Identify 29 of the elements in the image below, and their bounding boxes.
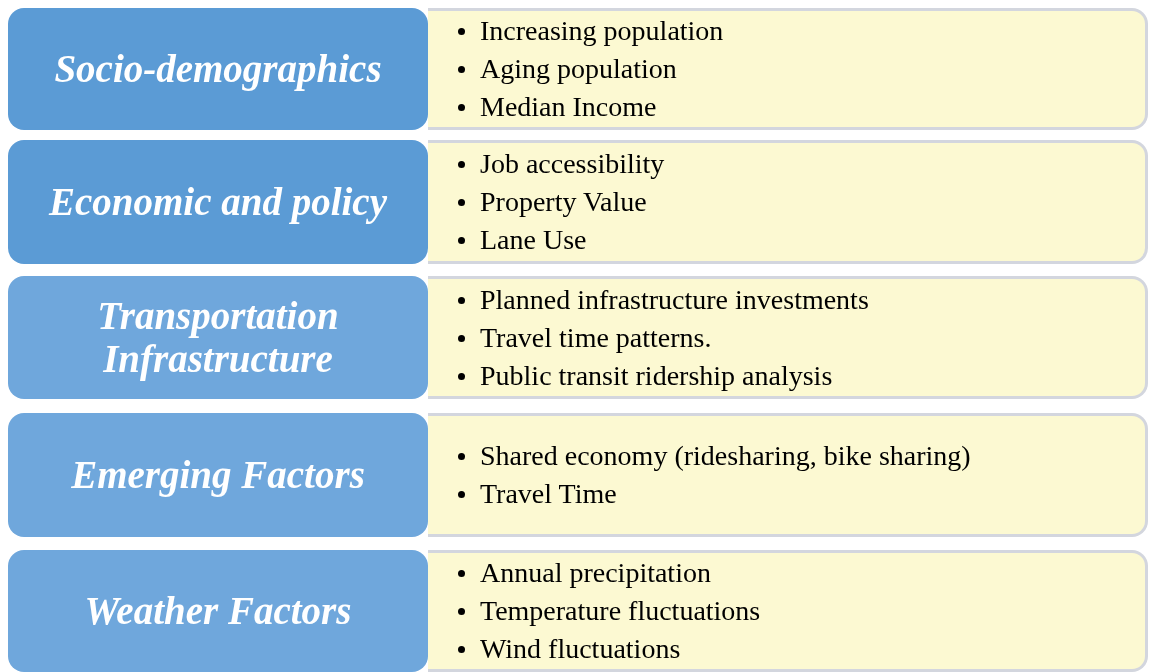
category-box xyxy=(8,276,428,399)
category-title: Emerging Factors xyxy=(71,453,365,497)
factor-panel xyxy=(428,550,1148,672)
category-box xyxy=(8,550,428,672)
category-box xyxy=(8,140,428,264)
bullet-text: Lane Use xyxy=(480,224,587,255)
bullet-text: Wind fluctuations xyxy=(480,633,681,664)
category-title: Socio-demographics xyxy=(54,47,382,91)
bullet-text: Public transit ridership analysis xyxy=(480,359,833,391)
factor-panel xyxy=(428,413,1148,537)
category-box xyxy=(8,413,428,537)
bullet-text: Annual precipitation xyxy=(480,557,711,588)
bullet-text: Median Income xyxy=(480,91,657,122)
category-title: Weather Factors xyxy=(84,589,352,633)
category-box xyxy=(8,8,428,130)
bullet-text: Aging population xyxy=(480,53,677,84)
factor-panel xyxy=(428,276,1148,399)
bullet-text: Planned infrastructure investments xyxy=(480,283,869,315)
bullet-text: Temperature fluctuations xyxy=(480,595,761,626)
category-title: Transportation Infrastructure xyxy=(96,294,340,381)
bullet-text: Job accessibility xyxy=(480,148,665,179)
category-title: Economic and policy xyxy=(49,180,387,224)
bullet-text: Travel Time xyxy=(480,478,617,509)
factor-panel xyxy=(428,140,1148,264)
bullet-text: Shared economy (ridesharing, bike sharing) xyxy=(480,440,971,471)
factor-panel xyxy=(428,8,1148,130)
bullet-text: Travel time patterns. xyxy=(480,321,712,353)
bullet-text: Property Value xyxy=(480,186,647,217)
bullet-text: Increasing population xyxy=(480,15,724,46)
